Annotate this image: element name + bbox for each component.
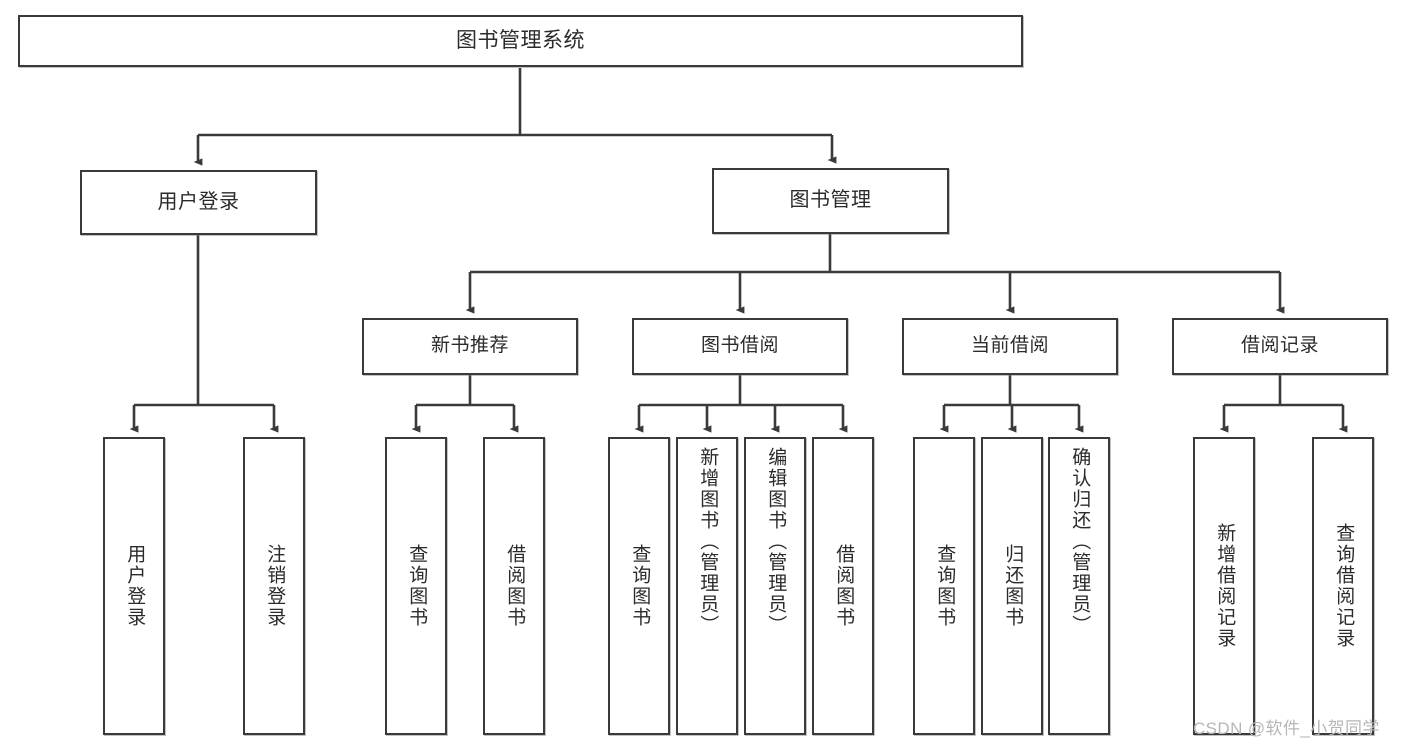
node-leaf-confirm-return-label: 确认归还（管理员） — [1069, 447, 1091, 636]
node-leaf-confirm-return[interactable]: 确认归还（管理员） — [1048, 437, 1110, 735]
node-current-borrow[interactable]: 当前借阅 — [902, 318, 1118, 375]
node-book-borrow-label: 图书借阅 — [700, 335, 779, 357]
user-login-to-leaves-links — [129, 235, 279, 433]
node-leaf-return-book-label: 归还图书 — [1002, 544, 1024, 628]
node-leaf-add-record-label: 新增借阅记录 — [1214, 523, 1236, 649]
node-borrow-record[interactable]: 借阅记录 — [1172, 318, 1388, 375]
node-borrow-record-label: 借阅记录 — [1240, 335, 1319, 357]
node-book-manage[interactable]: 图书管理 — [712, 168, 949, 234]
node-leaf-borrow-book-1[interactable]: 借阅图书 — [483, 437, 545, 735]
node-leaf-add-book-label: 新增图书（管理员） — [697, 447, 719, 636]
node-leaf-edit-book-label: 编辑图书（管理员） — [765, 447, 787, 636]
node-leaf-add-record[interactable]: 新增借阅记录 — [1193, 437, 1255, 735]
node-leaf-query-book-2-label: 查询图书 — [629, 544, 651, 628]
node-new-book-rec[interactable]: 新书推荐 — [362, 318, 578, 375]
node-leaf-logout[interactable]: 注销登录 — [243, 437, 305, 735]
node-user-login-label: 用户登录 — [157, 190, 240, 213]
node-leaf-user-login[interactable]: 用户登录 — [103, 437, 165, 735]
root-to-level1-links — [193, 68, 837, 166]
book-borrow-to-leaves-links — [634, 375, 848, 433]
node-leaf-logout-label: 注销登录 — [264, 544, 286, 628]
node-leaf-query-book-3-label: 查询图书 — [934, 544, 956, 628]
node-leaf-return-book[interactable]: 归还图书 — [981, 437, 1043, 735]
book-manage-to-level2-links — [465, 234, 1285, 314]
node-leaf-query-book-1[interactable]: 查询图书 — [385, 437, 447, 735]
node-leaf-query-book-2[interactable]: 查询图书 — [608, 437, 670, 735]
node-leaf-query-book-3[interactable]: 查询图书 — [913, 437, 975, 735]
node-leaf-user-login-label: 用户登录 — [124, 544, 146, 628]
node-leaf-query-record[interactable]: 查询借阅记录 — [1312, 437, 1374, 735]
node-leaf-borrow-book-1-label: 借阅图书 — [504, 544, 526, 628]
watermark: CSDN @软件_小贺同学 — [1193, 719, 1380, 738]
current-borrow-to-leaves-links — [939, 375, 1084, 433]
node-root-system[interactable]: 图书管理系统 — [18, 15, 1023, 67]
node-root-label: 图书管理系统 — [456, 28, 585, 52]
node-user-login[interactable]: 用户登录 — [80, 170, 317, 235]
node-leaf-edit-book[interactable]: 编辑图书（管理员） — [744, 437, 806, 735]
borrow-record-to-leaves-links — [1219, 375, 1348, 433]
node-new-book-rec-label: 新书推荐 — [430, 335, 509, 357]
node-book-manage-label: 图书管理 — [789, 189, 872, 212]
node-leaf-borrow-book-2-label: 借阅图书 — [833, 544, 855, 628]
node-book-borrow[interactable]: 图书借阅 — [632, 318, 848, 375]
node-leaf-query-record-label: 查询借阅记录 — [1333, 523, 1355, 649]
node-leaf-query-book-1-label: 查询图书 — [406, 544, 428, 628]
node-current-borrow-label: 当前借阅 — [970, 335, 1049, 357]
new-book-rec-to-leaves-links — [411, 375, 519, 433]
node-leaf-add-book[interactable]: 新增图书（管理员） — [676, 437, 738, 735]
node-leaf-borrow-book-2[interactable]: 借阅图书 — [812, 437, 874, 735]
